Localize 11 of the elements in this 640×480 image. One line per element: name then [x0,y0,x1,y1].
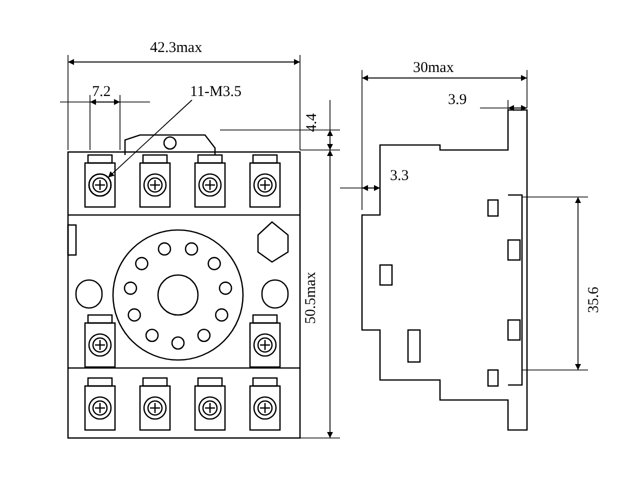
leader-line [108,100,192,178]
dimension-label: 50.5max [303,272,319,324]
dimension-label: 42.3max [150,40,202,56]
dimension-label: 7.2 [92,84,111,100]
dimension-label: 35.6 [586,286,602,313]
screw-head [88,173,112,197]
dimension-label: 3.9 [448,92,467,108]
dimension-label: 4.4 [304,113,320,132]
callout-label: 11-M3.5 [190,84,242,100]
dimension-label: 30max [413,60,454,76]
dimension-label: 3.3 [390,168,409,184]
